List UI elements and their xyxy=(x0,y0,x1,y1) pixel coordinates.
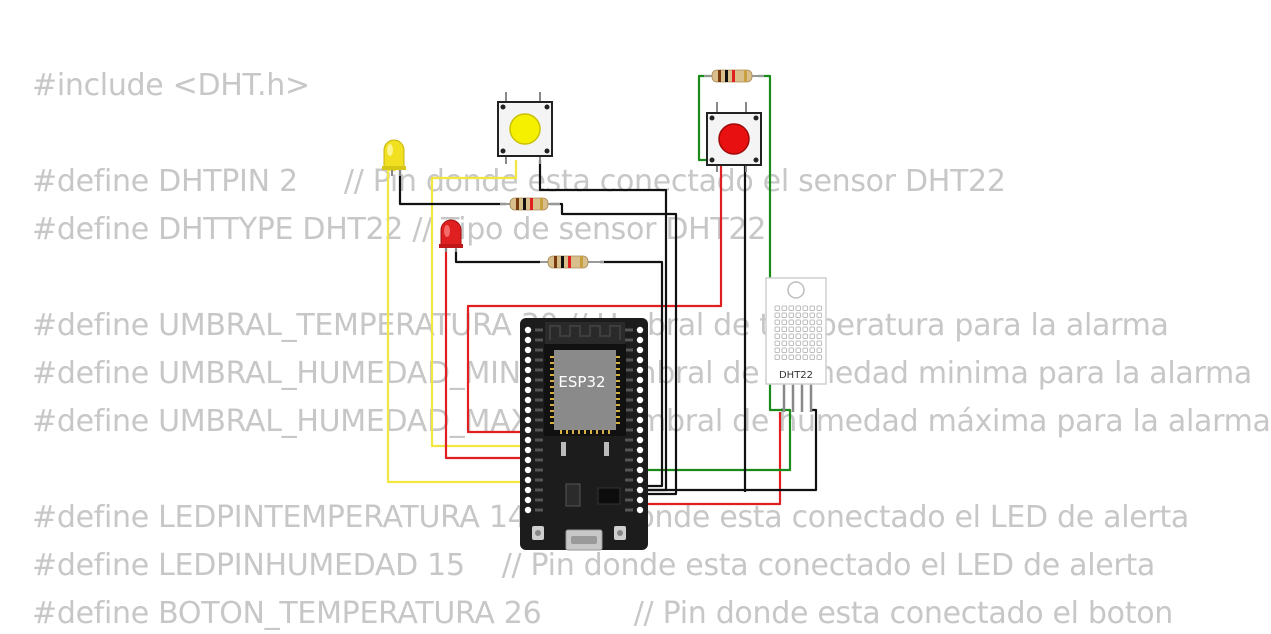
wire-red-dht[interactable] xyxy=(640,412,782,506)
code-line: #define UMBRAL_HUMEDAD_MAX 60 // Umbral … xyxy=(32,404,1271,439)
wire-green-resistor[interactable] xyxy=(640,74,792,472)
resistor-right[interactable] xyxy=(704,69,764,83)
led-yellow[interactable] xyxy=(382,139,406,176)
circuit-diagram: DHT22 ESP32 xyxy=(382,69,827,551)
wire-black-resistor-mid[interactable] xyxy=(600,260,664,488)
dht22-label: DHT22 xyxy=(779,370,813,381)
button-yellow[interactable] xyxy=(497,92,553,164)
code-line: #define DHTTYPE DHT22 // Tipo de sensor … xyxy=(32,212,766,247)
dht22-vent-grid xyxy=(774,305,822,360)
dht22-sensor[interactable]: DHT22 xyxy=(765,277,827,412)
resistor-middle[interactable] xyxy=(540,255,604,269)
code-background: #include <DHT.h> #define DHTPIN 2 // Pin … xyxy=(32,66,1271,631)
esp32-left-pins xyxy=(524,326,543,514)
button-red[interactable] xyxy=(706,102,762,172)
led-red[interactable] xyxy=(439,219,463,252)
wire-red-button[interactable] xyxy=(466,160,723,434)
wire-black-dht-gnd[interactable] xyxy=(640,408,818,492)
wires xyxy=(386,74,818,506)
wire-black-led-red[interactable] xyxy=(454,250,540,264)
wire-black-led-yellow[interactable] xyxy=(398,170,506,206)
code-line: #define LEDPINHUMEDAD 15 // Pin donde es… xyxy=(32,548,1156,583)
esp32-right-pins xyxy=(625,326,644,514)
code-line: #define DHTPIN 2 // Pin donde esta conec… xyxy=(32,164,1006,199)
code-line: #include <DHT.h> xyxy=(32,68,310,103)
esp32-board[interactable]: ESP32 xyxy=(520,318,648,551)
code-line: #define BOTON_TEMPERATURA 26 // Pin dond… xyxy=(32,596,1173,631)
wire-red-led[interactable] xyxy=(444,248,528,460)
esp32-label: ESP32 xyxy=(558,373,605,391)
wire-yellow-button[interactable] xyxy=(430,160,528,448)
esp32-chip-pins xyxy=(550,356,620,434)
resistor-top[interactable] xyxy=(500,197,560,211)
